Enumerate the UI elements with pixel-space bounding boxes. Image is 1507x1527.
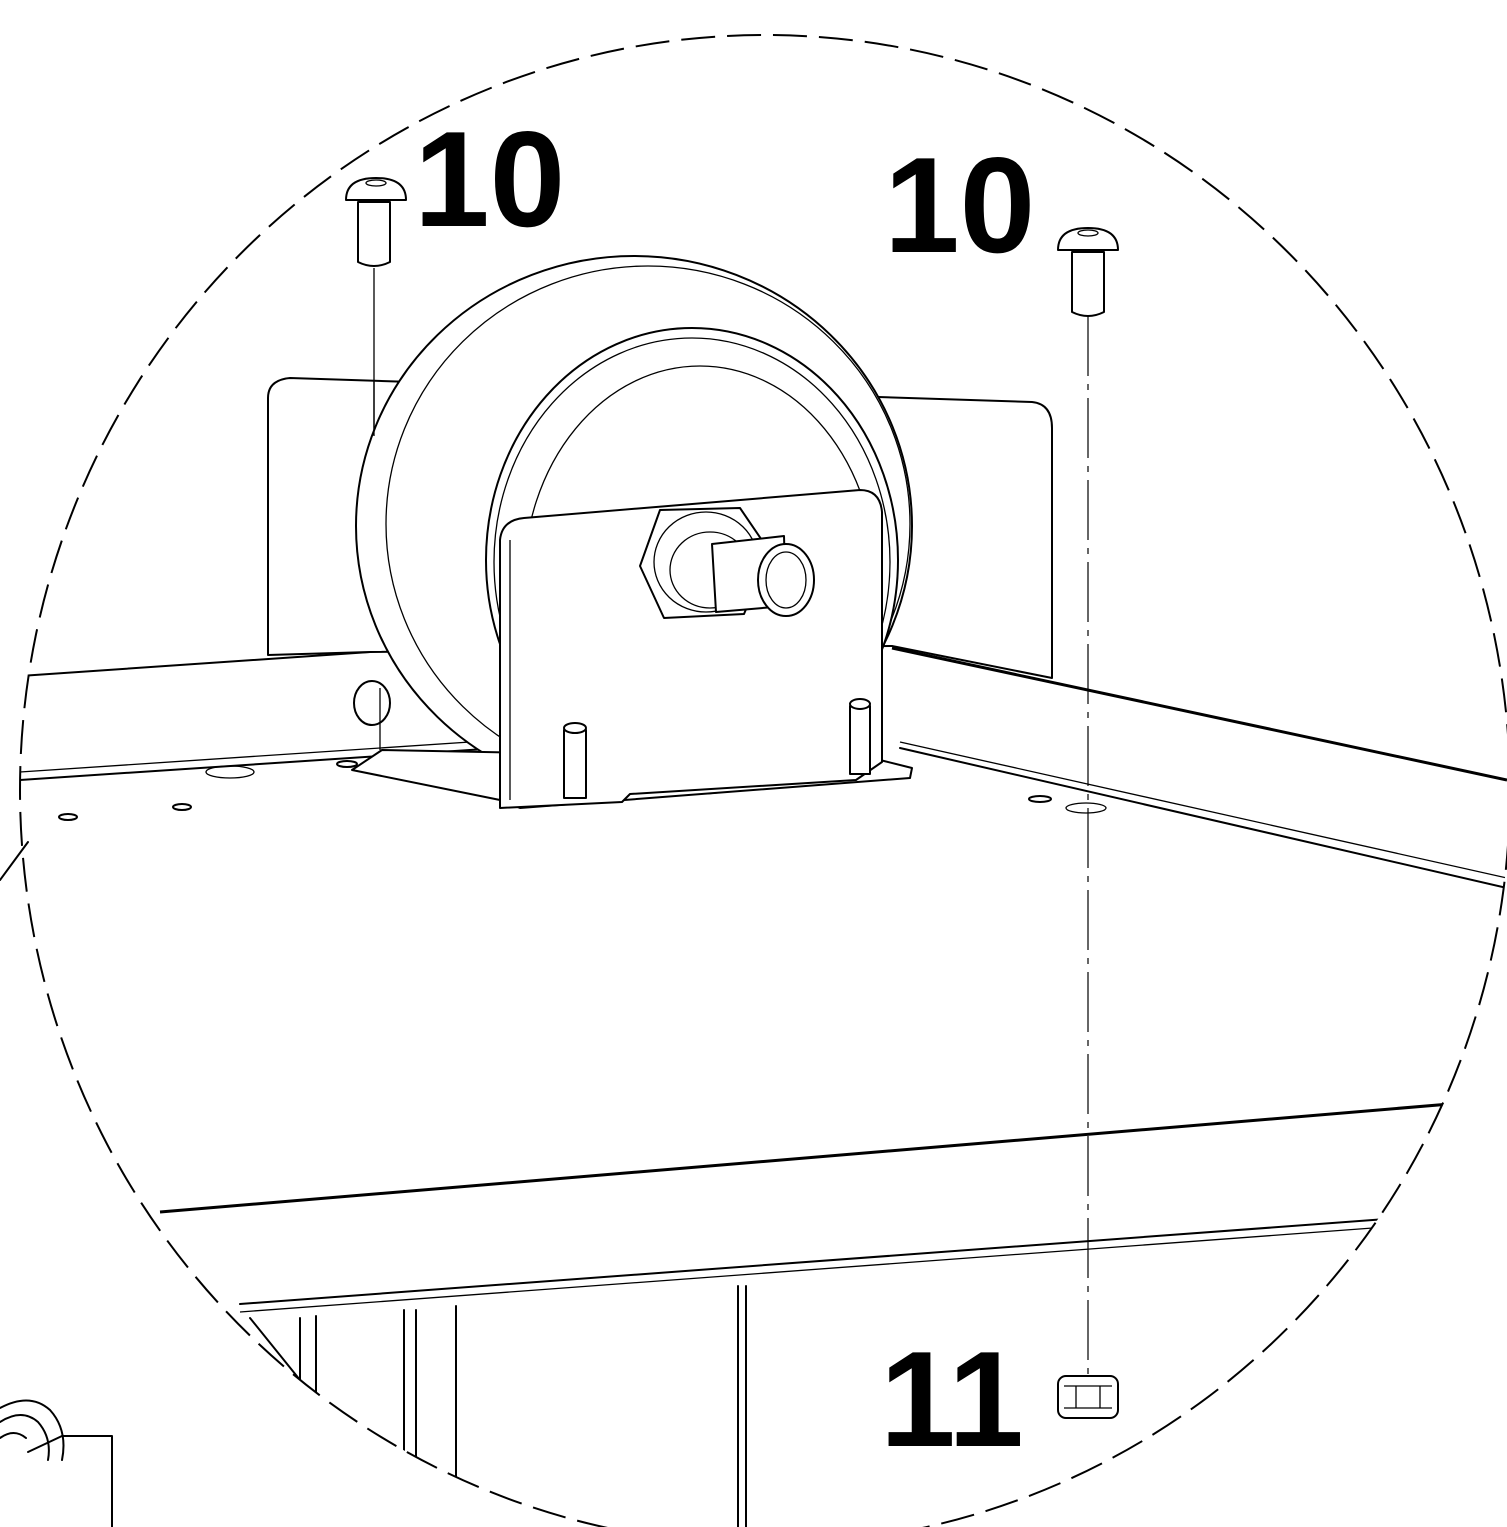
- locating-pins: [563, 698, 871, 799]
- axle-assembly: [639, 507, 815, 619]
- callout-label-screw-right: 10: [884, 129, 1035, 281]
- screw-10-right: [1057, 227, 1119, 317]
- callout-label-nut: 11: [880, 1323, 1024, 1475]
- detail-view: [20, 255, 1507, 1527]
- nut-11: [1057, 1375, 1119, 1419]
- background-caster-fragment: [0, 841, 113, 1527]
- callout-label-screw-left: 10: [414, 103, 565, 255]
- screw-10-left: [345, 177, 407, 267]
- detail-circle-boundary: [19, 34, 1507, 1527]
